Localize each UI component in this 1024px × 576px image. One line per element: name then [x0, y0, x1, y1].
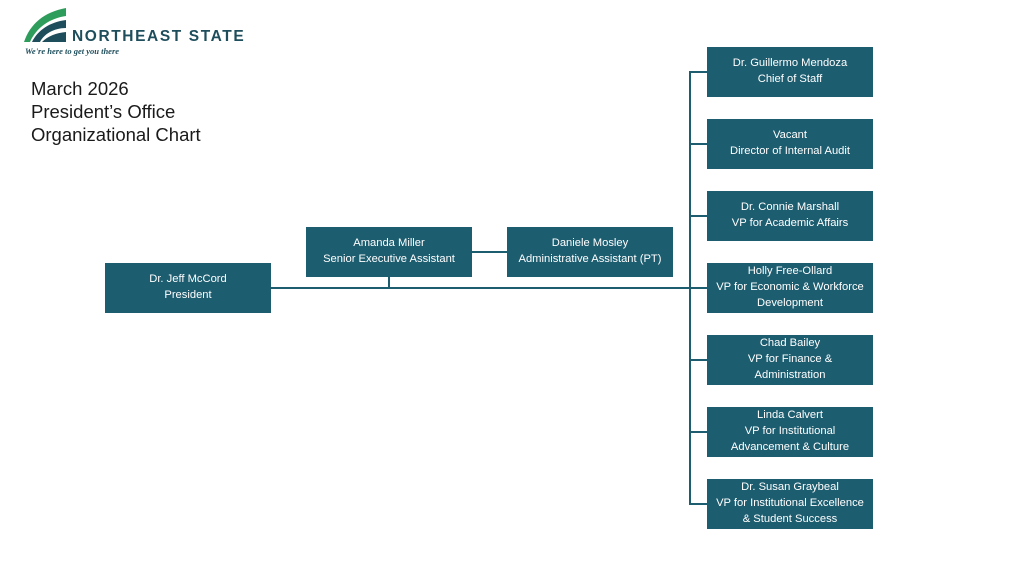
title-chart: Organizational Chart: [31, 124, 201, 145]
connector-branch-1: [689, 71, 707, 73]
report-title: Director of Internal Audit: [729, 145, 850, 157]
report-name: Dr. Guillermo Mendoza: [732, 57, 848, 70]
connector-branch-4: [689, 287, 707, 289]
report-name: Holly Free-Ollard: [747, 265, 833, 278]
connector-branch-2: [689, 143, 707, 145]
report-name: Dr. Susan Graybeal: [741, 481, 839, 494]
org-box-institutional-excellence: Dr. Susan Graybeal VP for Institutional …: [707, 479, 873, 529]
connector-assistant-stub: [388, 277, 390, 288]
assistant-name: Amanda Miller: [353, 237, 425, 250]
college-logo: NORTHEAST STATE We're here to get you th…: [22, 6, 252, 58]
president-title: President: [164, 289, 212, 301]
logo-tagline: We're here to get you there: [25, 46, 120, 56]
report-title-line-2: Advancement & Culture: [730, 440, 850, 453]
org-box-president: Dr. Jeff McCord President: [105, 263, 271, 313]
assistant-name: Daniele Mosley: [551, 237, 629, 250]
report-title: VP for Academic Affairs: [731, 217, 849, 229]
org-box-academic-affairs: Dr. Connie Marshall VP for Academic Affa…: [707, 191, 873, 241]
report-title-line-2: Development: [757, 296, 823, 309]
logo-swoosh-icon: [24, 8, 66, 42]
report-name: Dr. Connie Marshall: [740, 201, 840, 214]
report-title-line-1: VP for Institutional Excellence: [716, 497, 864, 510]
assistant-title: Administrative Assistant (PT): [518, 253, 662, 265]
org-box-institutional-advancement: Linda Calvert VP for Institutional Advan…: [707, 407, 873, 457]
connector-branch-6: [689, 431, 707, 433]
connector-assistants: [472, 251, 507, 253]
connector-branch-3: [689, 215, 707, 217]
report-title: Chief of Staff: [757, 73, 823, 85]
report-name: Vacant: [773, 129, 807, 142]
report-title-line-1: VP for Economic & Workforce: [716, 281, 864, 294]
assistant-title: Senior Executive Assistant: [323, 253, 455, 265]
org-box-economic-workforce: Holly Free-Ollard VP for Economic & Work…: [707, 263, 873, 313]
report-title-line-2: & Student Success: [742, 512, 838, 525]
title-office: President’s Office: [31, 101, 176, 122]
report-name: Chad Bailey: [759, 337, 821, 350]
report-title-line-1: VP for Finance &: [747, 353, 833, 366]
org-box-senior-executive-assistant: Amanda Miller Senior Executive Assistant: [306, 227, 472, 277]
report-name: Linda Calvert: [757, 409, 823, 422]
connector-president-trunk: [271, 287, 691, 289]
org-box-internal-audit: Vacant Director of Internal Audit: [707, 119, 873, 169]
org-box-chief-of-staff: Dr. Guillermo Mendoza Chief of Staff: [707, 47, 873, 97]
connector-branch-5: [689, 359, 707, 361]
page-title: March 2026 President’s Office Organizati…: [31, 77, 201, 146]
connector-branch-7: [689, 503, 707, 505]
org-box-finance-administration: Chad Bailey VP for Finance & Administrat…: [707, 335, 873, 385]
logo-wordmark: NORTHEAST STATE: [72, 28, 246, 45]
org-box-administrative-assistant: Daniele Mosley Administrative Assistant …: [507, 227, 673, 277]
report-title-line-1: VP for Institutional: [744, 425, 836, 438]
report-title-line-2: Administration: [754, 368, 826, 381]
title-date: March 2026: [31, 78, 129, 99]
president-name: Dr. Jeff McCord: [149, 273, 227, 286]
